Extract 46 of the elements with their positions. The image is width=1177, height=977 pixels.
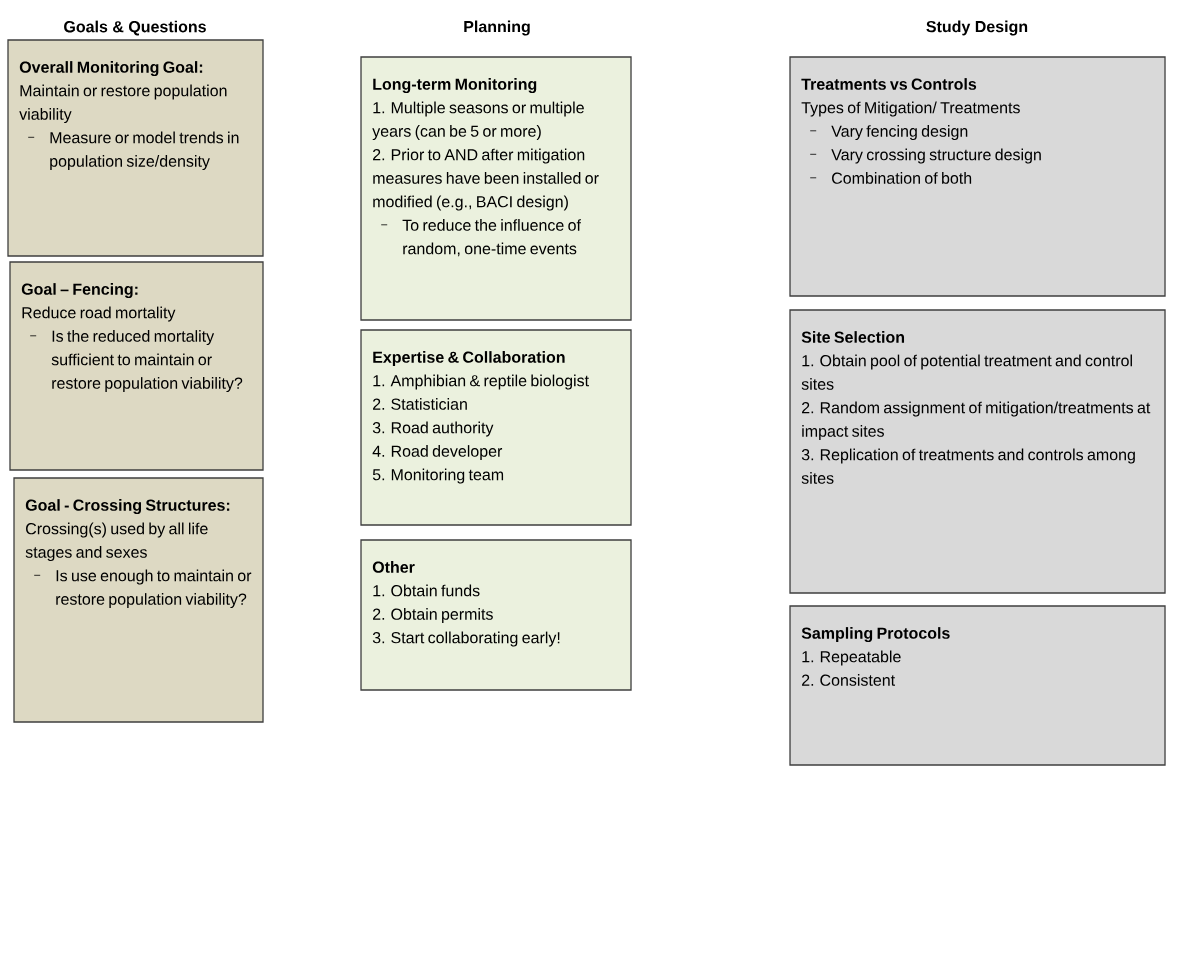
list-item: 1. Multiple seasons or multiple years (can be 5 or more) (372, 101, 584, 141)
text-box (360, 329, 632, 526)
box-heading: Site Selection (801, 331, 905, 343)
list-item: 1. Amphibian & reptile biologist (373, 374, 589, 390)
box-heading: Sampling Protocols (801, 627, 950, 643)
column-heading: Planning (464, 20, 530, 36)
body-text: Types of Mitigation/ Treatments (801, 101, 1020, 117)
list-item: 2. Consistent (802, 674, 895, 686)
list-item: 5. Monitoring team (372, 468, 504, 484)
text-box (360, 56, 632, 321)
list-item: 1. Obtain funds (373, 584, 480, 597)
list-item: Is the reduced mortality sufficient to maintain or restore population viability? (29, 330, 243, 393)
text-box (9, 261, 264, 471)
list-item: 2. Obtain permits (373, 608, 493, 624)
box-heading: Overall Monitoring Goal: (19, 61, 203, 77)
list-item: 2. Random assignment of mitigation/treatments at impact sites (802, 401, 1151, 441)
body-text: Reduce road mortality (22, 306, 176, 322)
box-heading: Goal - Crossing Structures: (25, 499, 230, 515)
box-heading: Expertise & Collaboration (373, 351, 565, 367)
list-item: To reduce the influence of random, one-time events (380, 219, 581, 257)
list-item: 3. Start collaborating early! (372, 631, 560, 647)
text-box (789, 56, 1166, 297)
list-item: 2. Statistician (373, 398, 467, 410)
list-item: Is use enough to maintain or restore population viability? (33, 569, 252, 609)
text-box (7, 39, 264, 257)
text-box (789, 309, 1166, 594)
box-heading: Goal – Fencing: (21, 283, 138, 299)
box-heading: Long-term Monitoring (373, 78, 537, 94)
box-heading: Treatments vs Controls (801, 78, 977, 90)
list-item: 1. Obtain pool of potential treatment and control sites (801, 354, 1132, 390)
body-text: Crossing(s) used by all life stages and sexes (25, 522, 208, 562)
list-item: Vary fencing design (809, 125, 968, 141)
list-item: Combination of both (809, 172, 972, 184)
list-item: Measure or model trends in population size/density (27, 131, 239, 171)
list-item: 2. Prior to AND after mitigation measures have been installed or modified (e.g., BACI design) (373, 148, 599, 211)
list-item: 4. Road developer (372, 445, 503, 461)
column-heading: Study Design (926, 20, 1028, 36)
list-item: 3. Replication of treatments and controls among sites (801, 448, 1135, 484)
list-item: 1. Repeatable (802, 650, 901, 666)
text-box (13, 477, 264, 723)
text-box (789, 605, 1166, 766)
box-heading: Other (372, 561, 415, 573)
list-item: 3. Road authority (372, 421, 494, 437)
body-text: Maintain or restore population viability (19, 84, 227, 124)
text-box (360, 539, 632, 691)
list-item: Vary crossing structure design (809, 148, 1041, 164)
